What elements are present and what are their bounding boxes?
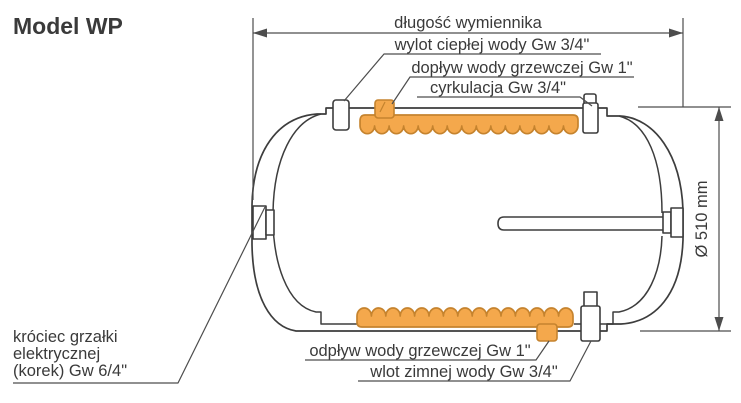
heating-return-fitting xyxy=(536,323,558,342)
heating-supply-fitting xyxy=(374,99,395,119)
heater-port-label: króciec grzałki elektrycznej (korek) Gw … xyxy=(13,328,127,380)
length-dimension-line xyxy=(252,18,684,200)
svg-text:króciec grzałki: króciec grzałki xyxy=(13,328,118,346)
svg-text:(korek) Gw 6/4": (korek) Gw 6/4" xyxy=(13,362,127,380)
circulation-label: cyrkulacja Gw 3/4" xyxy=(430,79,566,97)
thermowell-tube xyxy=(497,207,684,238)
page-title: Model WP xyxy=(13,13,123,39)
top-coil-band xyxy=(359,114,579,135)
heating-supply-label: dopływ wody grzewczej Gw 1" xyxy=(411,59,632,77)
heating-supply-leader xyxy=(391,76,634,105)
diameter-dimension-line xyxy=(638,106,731,332)
circulation-leader xyxy=(417,96,593,107)
hot-water-outlet-label: wylot ciepłej wody Gw 3/4" xyxy=(394,36,590,54)
circulation-fitting xyxy=(582,93,599,134)
diameter-label: Ø 510 mm xyxy=(693,180,711,257)
length-label: długość wymiennika xyxy=(394,14,542,32)
svg-text:elektrycznej: elektrycznej xyxy=(13,345,100,363)
tank-outline xyxy=(251,107,684,332)
heating-return-leader xyxy=(305,340,550,361)
heater-port xyxy=(252,205,275,240)
bottom-coil-band xyxy=(356,307,574,328)
tank-inner-wall-right xyxy=(574,115,663,325)
hot-water-outlet-leader xyxy=(343,53,601,102)
cold-water-inlet-leader xyxy=(358,340,592,382)
hot-water-outlet-fitting xyxy=(332,99,350,131)
cold-water-inlet-label: wlot zimnej wody Gw 3/4" xyxy=(369,363,558,381)
cold-water-inlet-fitting xyxy=(580,291,601,342)
heater-port-leader xyxy=(13,206,266,384)
heating-return-label: odpływ wody grzewczej Gw 1" xyxy=(309,342,530,360)
